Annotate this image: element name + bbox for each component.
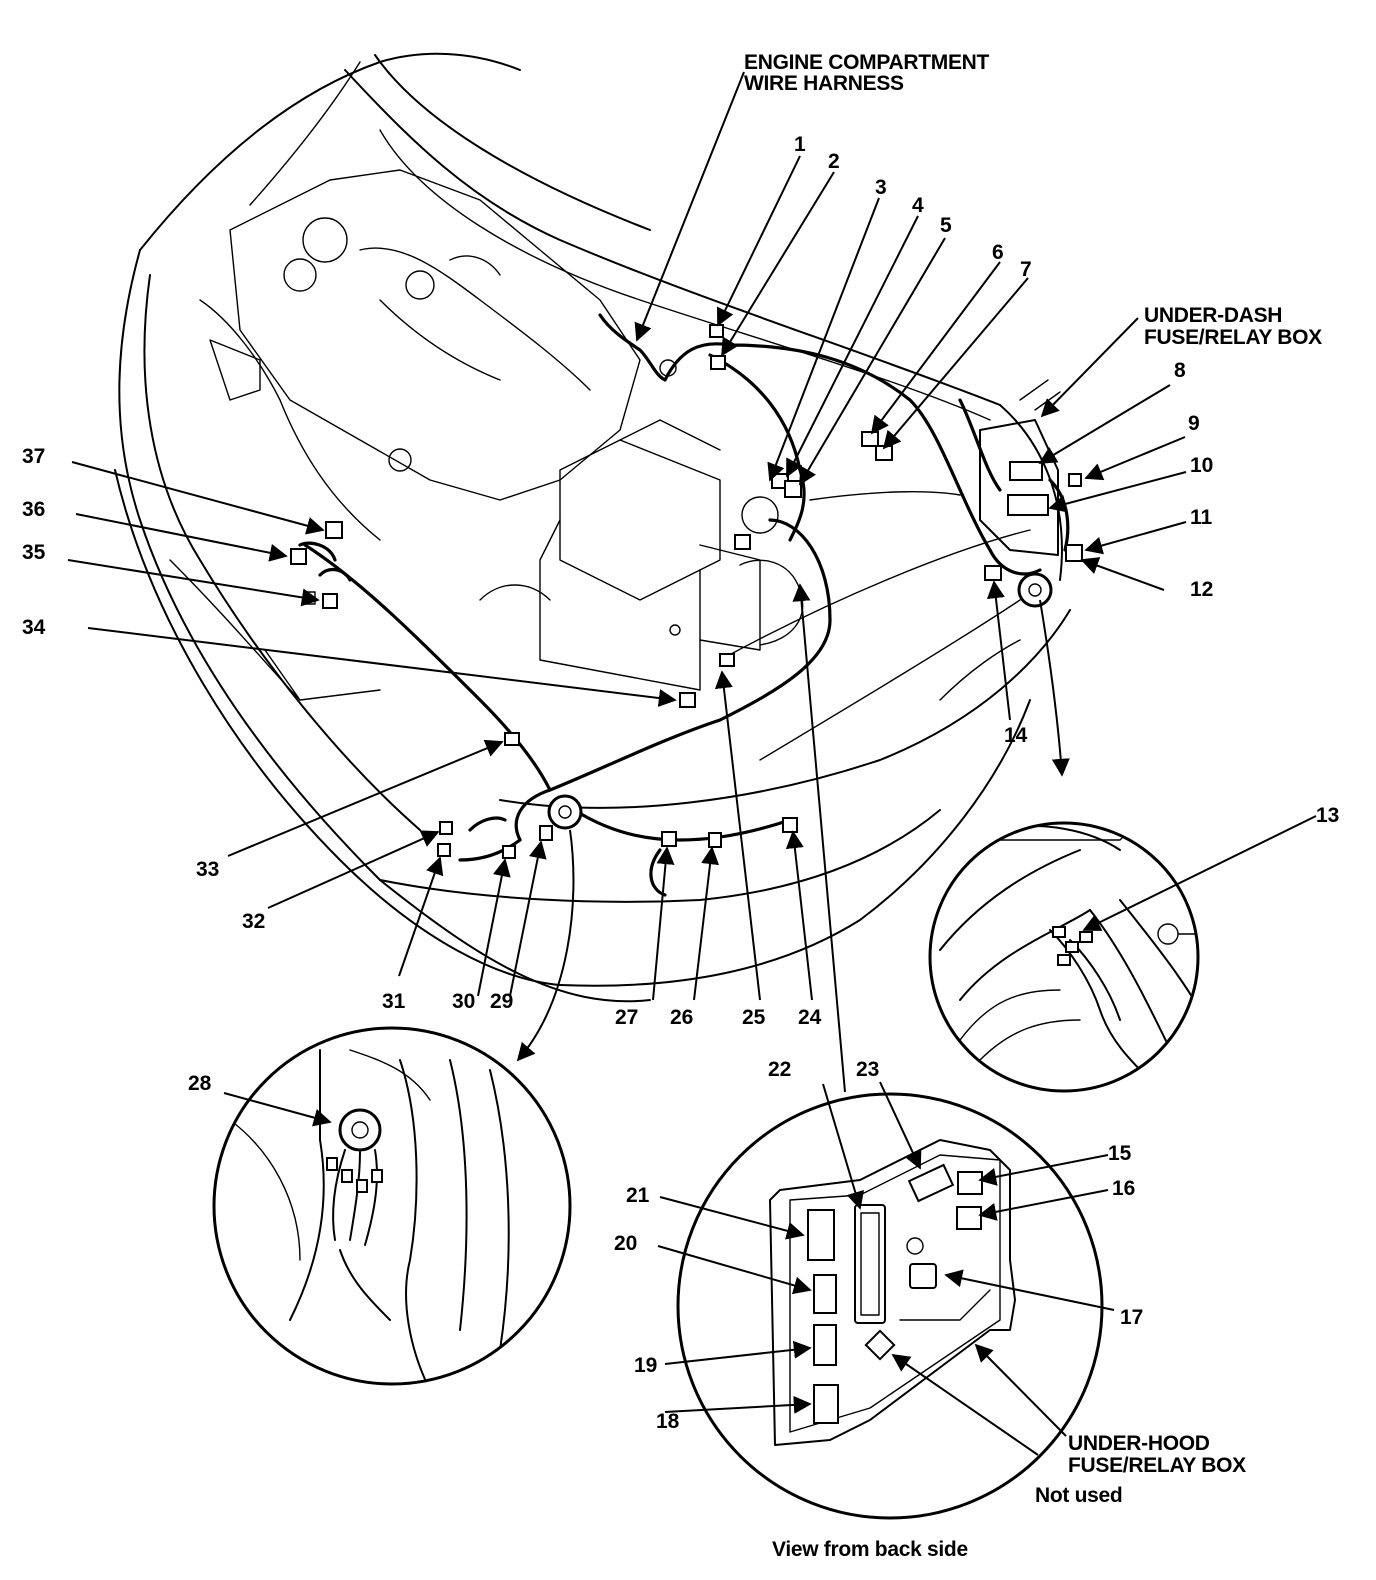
under-hood-label-line1: UNDER-HOOD xyxy=(1068,1432,1210,1455)
callout-4: 4 xyxy=(912,194,924,217)
detail-circle-under-hood-box xyxy=(676,1092,1104,1520)
engine-harness-label-line1: ENGINE COMPARTMENT xyxy=(744,51,990,74)
view-from-back-label: View from back side xyxy=(772,1538,968,1561)
callout-6: 6 xyxy=(992,241,1004,264)
leader-lines xyxy=(67,71,1317,1456)
ground-terminals xyxy=(547,572,1053,830)
callout-11: 11 xyxy=(1190,506,1213,529)
callout-17: 17 xyxy=(1120,1306,1143,1329)
callout-25: 25 xyxy=(742,1006,766,1029)
callout-35: 35 xyxy=(22,541,46,564)
callout-8: 8 xyxy=(1174,359,1186,382)
callout-9: 9 xyxy=(1188,412,1200,435)
callout-24: 24 xyxy=(798,1006,822,1029)
callout-33: 33 xyxy=(196,858,219,881)
callout-37: 37 xyxy=(22,445,45,468)
detail-circle-13 xyxy=(928,821,1200,1093)
callout-26: 26 xyxy=(670,1006,693,1029)
detail-circle-28 xyxy=(212,1026,572,1386)
under-dash-label-line2: FUSE/RELAY BOX xyxy=(1144,326,1322,349)
callout-30: 30 xyxy=(452,990,475,1013)
callout-27: 27 xyxy=(615,1006,638,1029)
callout-1: 1 xyxy=(794,133,806,156)
callout-36: 36 xyxy=(22,498,45,521)
callout-2: 2 xyxy=(828,150,840,173)
callout-3: 3 xyxy=(875,176,887,199)
callout-5: 5 xyxy=(940,214,952,237)
callout-10: 10 xyxy=(1190,454,1213,477)
callout-31: 31 xyxy=(382,990,406,1013)
callout-18: 18 xyxy=(656,1410,680,1433)
callout-14: 14 xyxy=(1004,724,1028,747)
callout-28: 28 xyxy=(188,1072,212,1095)
under-dash-label-line1: UNDER-DASH xyxy=(1144,304,1282,327)
callout-12: 12 xyxy=(1190,578,1213,601)
not-used-label: Not used xyxy=(1035,1484,1122,1507)
callout-20: 20 xyxy=(614,1232,637,1255)
under-hood-label-line2: FUSE/RELAY BOX xyxy=(1068,1454,1246,1477)
callout-22: 22 xyxy=(768,1058,791,1081)
callout-19: 19 xyxy=(634,1354,657,1377)
callout-32: 32 xyxy=(242,910,265,933)
callout-7: 7 xyxy=(1020,258,1032,281)
callout-21: 21 xyxy=(626,1184,650,1207)
callout-29: 29 xyxy=(490,990,513,1013)
engine-wire-harness xyxy=(298,313,1070,897)
callout-34: 34 xyxy=(22,616,46,639)
text-labels: ENGINE COMPARTMENT WIRE HARNESS UNDER-DA… xyxy=(22,51,1339,1561)
callout-16: 16 xyxy=(1112,1177,1135,1200)
under-dash-fuse-relay-box xyxy=(979,379,1061,556)
callout-23: 23 xyxy=(856,1058,879,1081)
callout-13: 13 xyxy=(1316,804,1339,827)
engine-harness-label-line2: WIRE HARNESS xyxy=(744,72,904,95)
vehicle-body-outline xyxy=(114,52,1071,1003)
callout-15: 15 xyxy=(1108,1142,1132,1165)
